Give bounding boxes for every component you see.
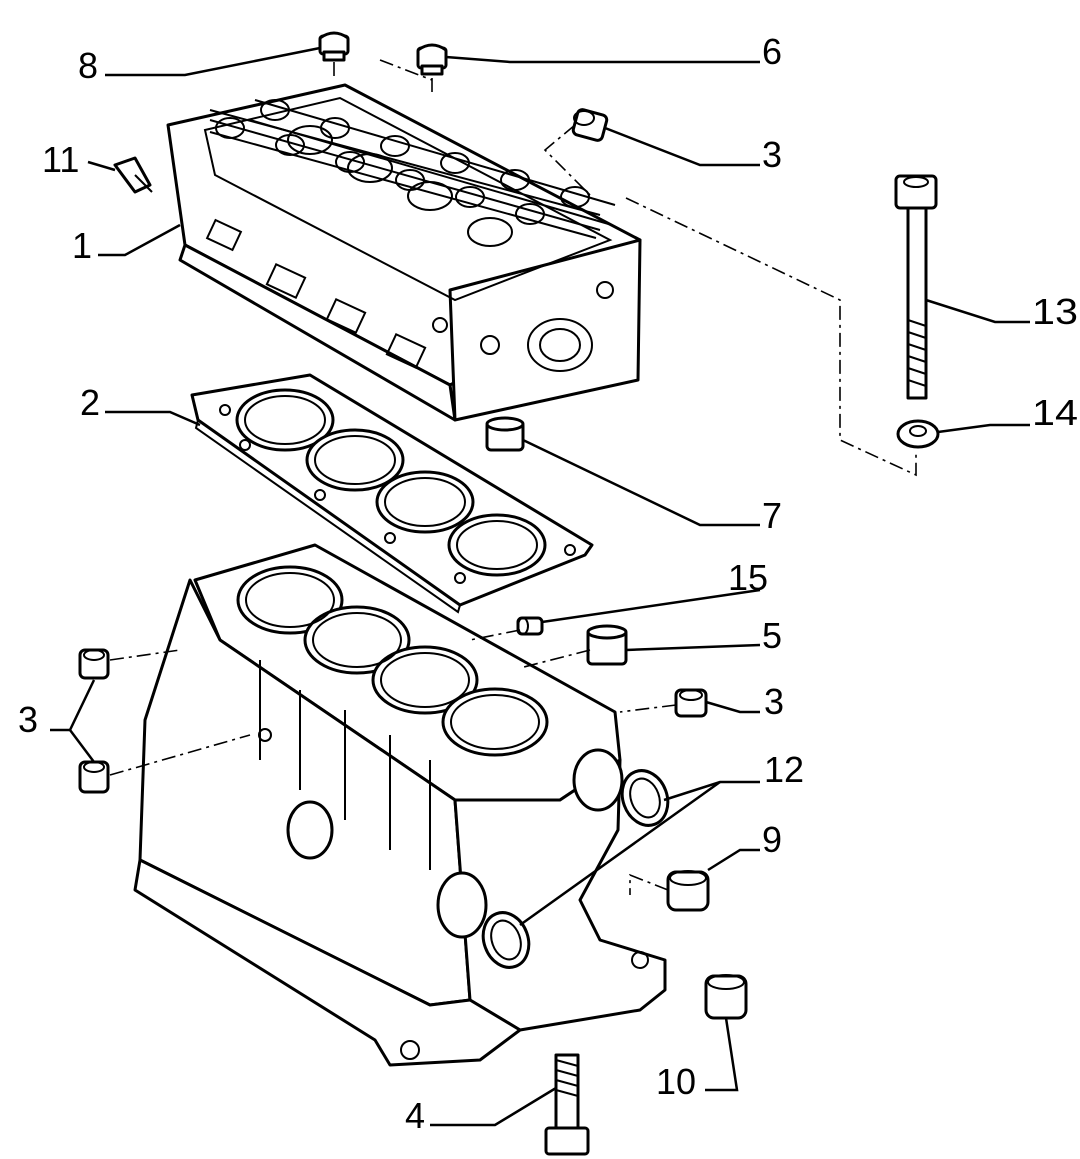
assembly-guide-lines [109,59,917,895]
dowel-7 [485,416,525,452]
callout-3-top: 3 [762,134,782,175]
cylinder-head [166,83,642,422]
bolt-4 [544,1053,590,1156]
callout-3-left: 3 [18,699,38,740]
callout-2: 2 [80,382,100,423]
engine-block [133,543,667,1067]
plug-8 [318,31,350,62]
callout-8: 8 [78,45,98,86]
dowel-5 [586,624,628,666]
bush-9 [666,870,710,912]
washer-14 [896,419,940,449]
plug-3-top [571,108,609,142]
dowel-15 [516,616,544,636]
callout-11: 11 [42,139,79,180]
seal-12-lower [481,911,531,969]
callout-12: 12 [764,749,804,790]
seal-12-upper [620,769,670,827]
head-gasket [190,373,594,614]
callout-5: 5 [762,615,782,656]
callout-numbers: 8 6 3 11 1 2 7 15 5 3 3 12 9 10 4 13 14 [18,31,1078,1136]
callout-15: 15 [728,557,768,598]
plug-3-left-upper [78,648,110,680]
callout-3-right: 3 [764,681,784,722]
bush-10 [704,974,748,1020]
callout-14: 14 [1032,392,1078,433]
plug-3-left-lower [78,760,110,794]
callout-7: 7 [762,495,782,536]
callout-10: 10 [656,1061,696,1102]
plug-6 [416,43,448,76]
plug-3-right [674,688,708,718]
leader-lines [50,46,1030,1127]
sensor-11 [113,156,153,194]
callout-13: 13 [1032,291,1078,332]
callout-1: 1 [72,225,92,266]
callout-6: 6 [762,31,782,72]
bolt-13 [894,174,938,400]
callout-4: 4 [405,1095,425,1136]
callout-9: 9 [762,819,782,860]
